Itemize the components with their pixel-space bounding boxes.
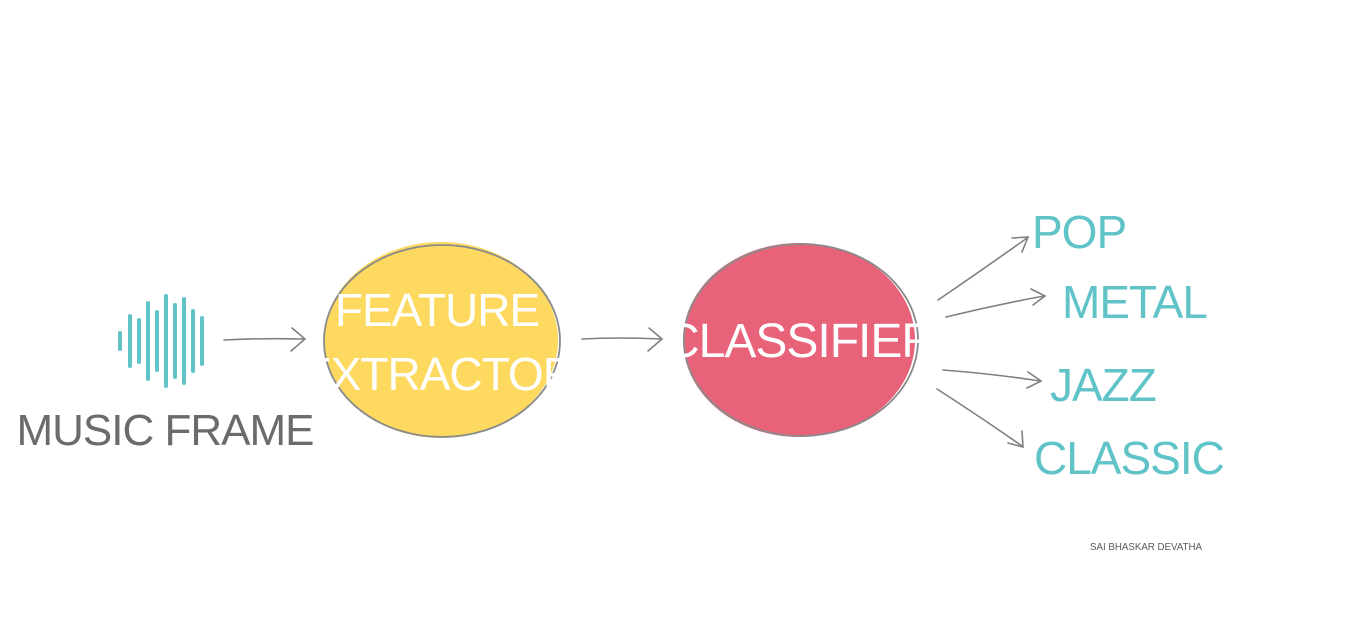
genre-label-jazz: JAZZ <box>1050 359 1156 411</box>
arrow-to-jazz <box>942 369 1043 389</box>
classifier-label: CLASSIFIER <box>665 315 935 368</box>
arrow-to-classic <box>936 388 1024 449</box>
arrow-input-to-extractor <box>223 327 307 352</box>
feature-extractor-label-line1: FEATURE <box>335 284 539 336</box>
feature-extractor-label-line2: EXTRACTOR <box>301 348 575 400</box>
author-credit: SAI BHASKAR DEVATHA <box>1090 542 1202 553</box>
genre-label-classic: CLASSIC <box>1034 432 1224 484</box>
arrow-to-metal <box>945 288 1047 318</box>
genre-label-pop: POP <box>1032 206 1126 258</box>
arrow-to-pop <box>937 236 1030 301</box>
waveform-icon <box>118 294 204 388</box>
arrow-extractor-to-classifier <box>581 327 664 352</box>
feature-extractor-node: FEATURE EXTRACTOR <box>301 242 576 438</box>
classifier-node: CLASSIFIER <box>665 243 936 437</box>
genre-label-metal: METAL <box>1062 276 1207 328</box>
music-frame-label: MUSIC FRAME <box>17 406 314 455</box>
